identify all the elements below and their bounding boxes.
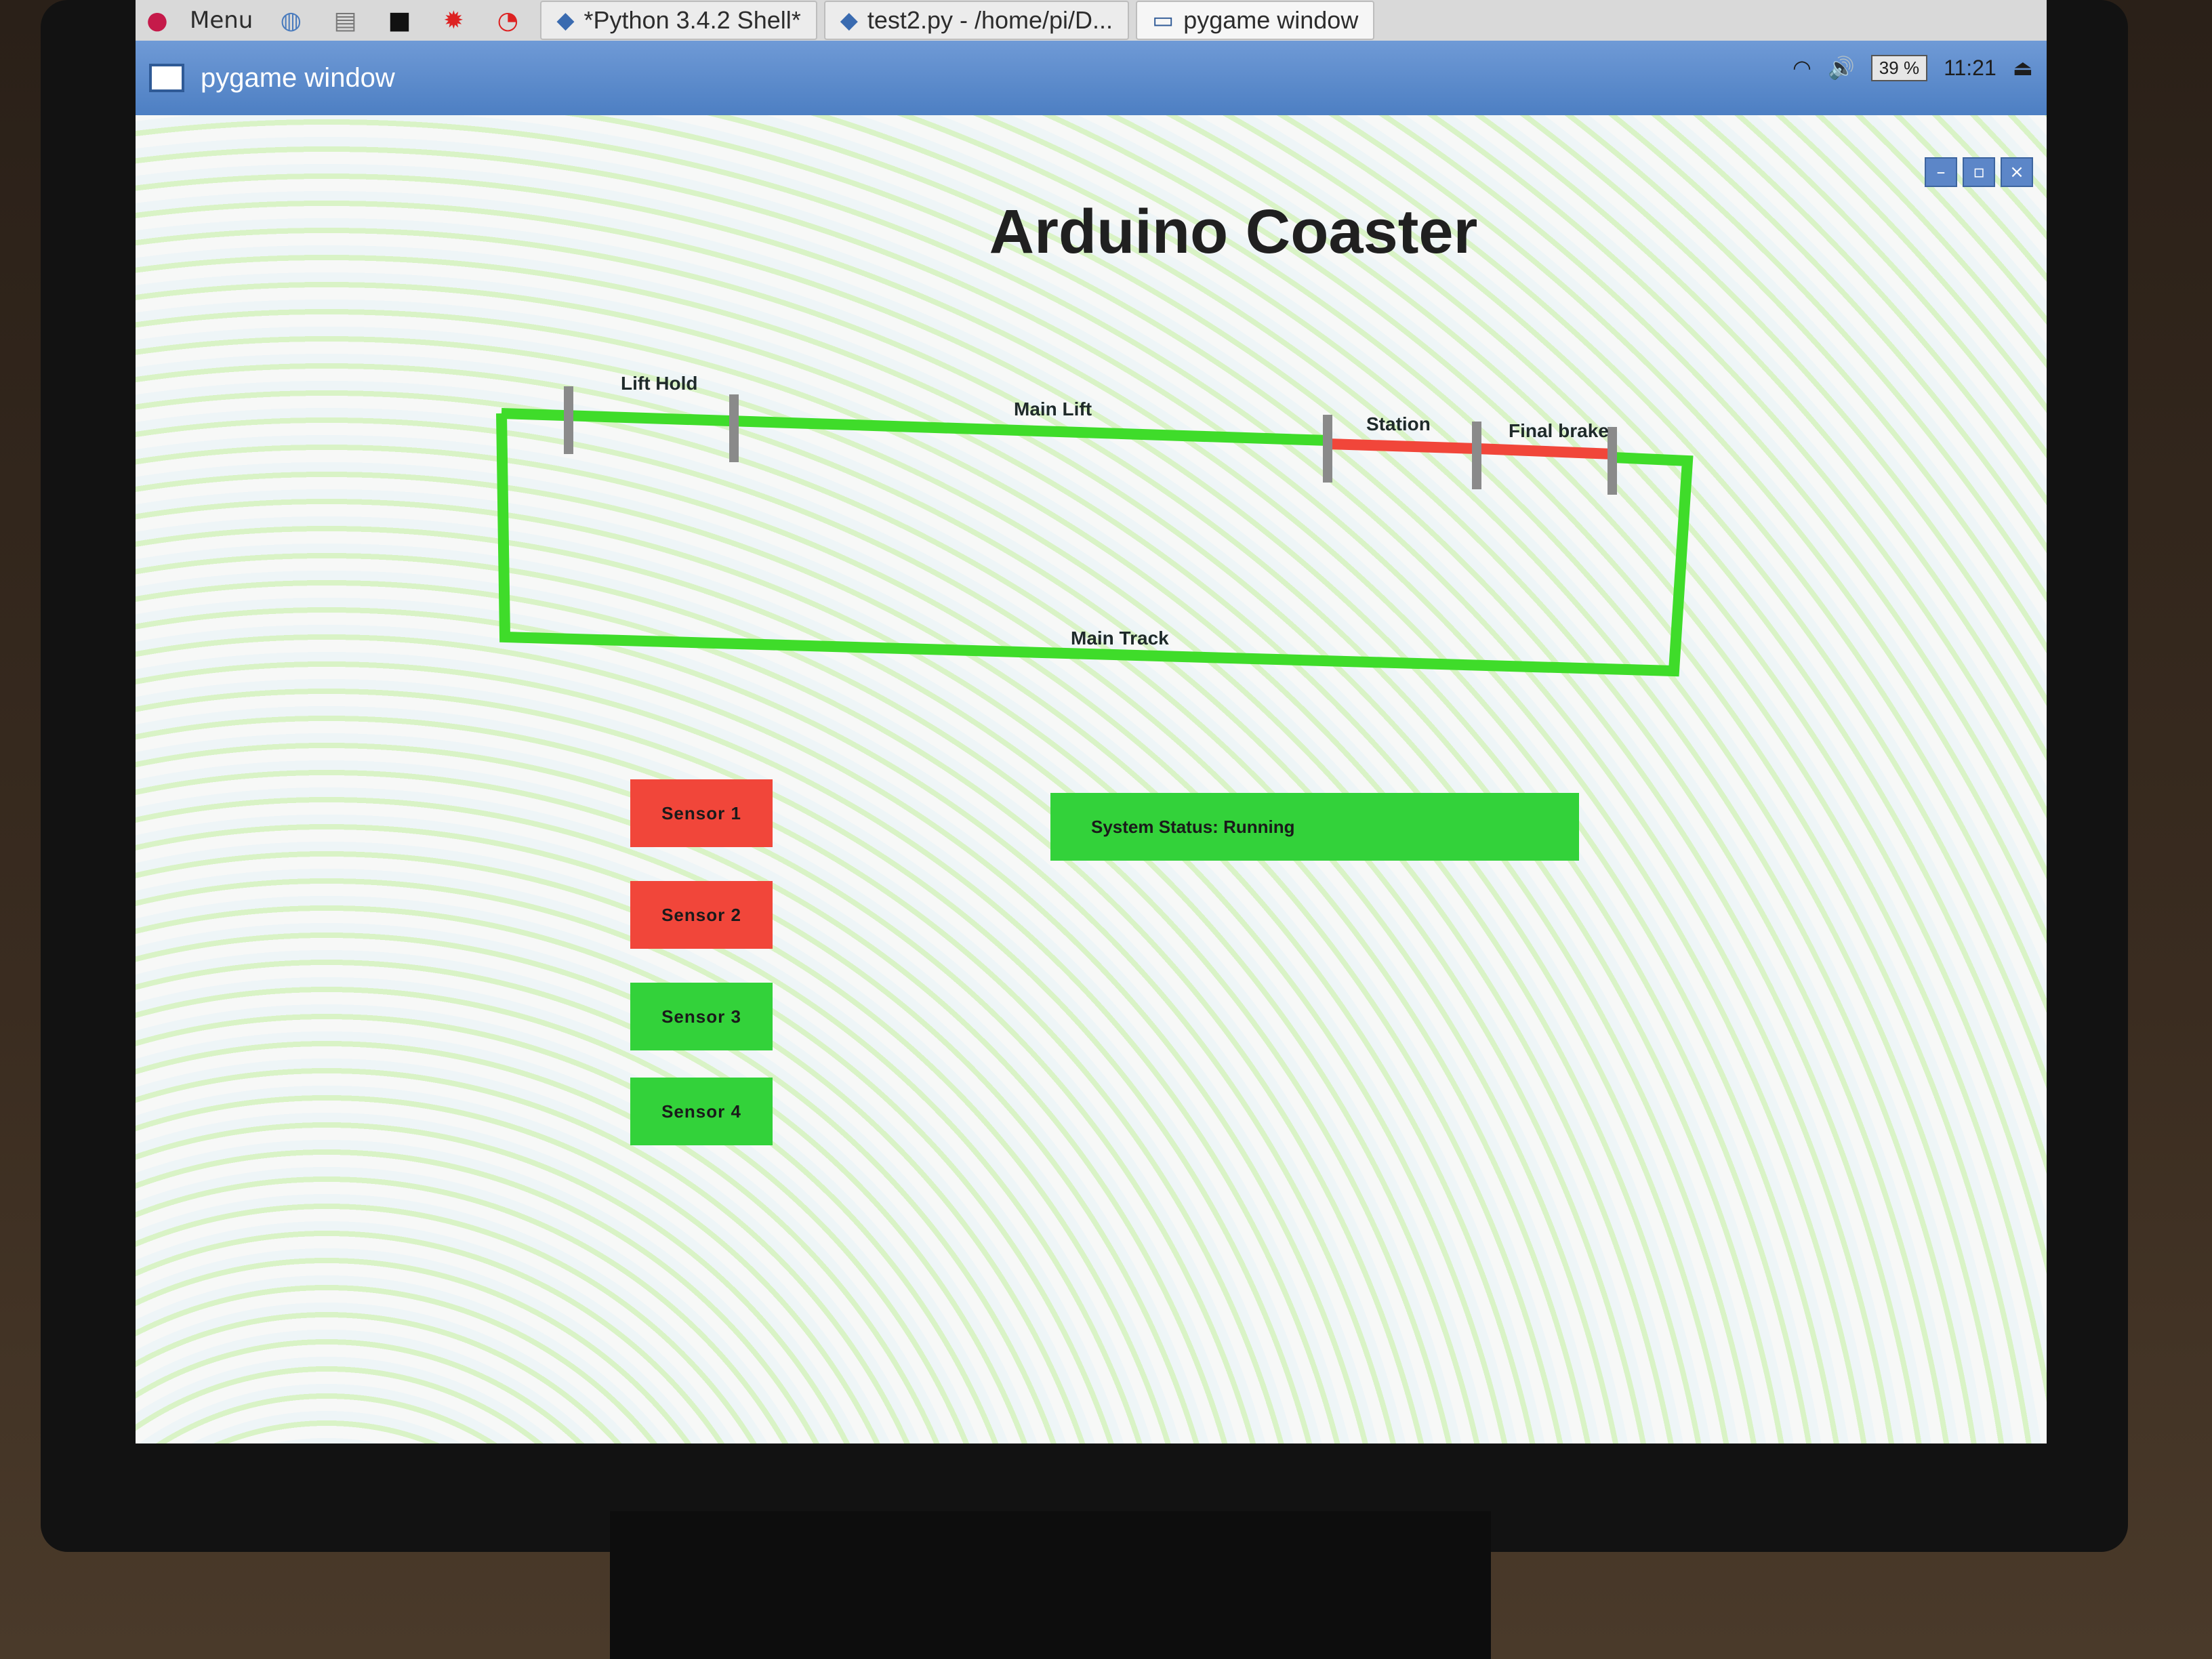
track-final-brake bbox=[1477, 443, 1614, 459]
track-main-lift bbox=[501, 408, 1329, 446]
mathematica-icon[interactable]: ✹ bbox=[443, 6, 464, 35]
app-title: Arduino Coaster bbox=[989, 197, 1478, 266]
python-icon: ◆ bbox=[556, 7, 575, 33]
sensor-1-indicator: Sensor 1 bbox=[630, 779, 773, 847]
screen: ● Menu ◍ ▤ ■ ✹ ◔ ◆ *Python 3.4.2 Shell* … bbox=[136, 0, 2047, 1443]
label-station: Station bbox=[1366, 413, 1431, 434]
window-icon: ▭ bbox=[1152, 7, 1174, 33]
wifi-icon[interactable]: ◠ bbox=[1793, 56, 1811, 80]
terminal-icon[interactable]: ■ bbox=[388, 6, 411, 35]
raspberry-menu-icon[interactable]: ● bbox=[146, 6, 168, 35]
label-lift-hold: Lift Hold bbox=[621, 373, 698, 394]
task-label: test2.py - /home/pi/D... bbox=[867, 6, 1113, 34]
file-manager-icon[interactable]: ▤ bbox=[333, 6, 357, 35]
browser-globe-icon[interactable]: ◍ bbox=[280, 6, 302, 35]
monitor-stand bbox=[610, 1511, 1491, 1659]
label-final-brake: Final brake bbox=[1509, 420, 1609, 441]
python-icon: ◆ bbox=[840, 7, 858, 33]
menu-label[interactable]: Menu bbox=[190, 7, 253, 34]
task-python-shell[interactable]: ◆ *Python 3.4.2 Shell* bbox=[540, 1, 817, 40]
task-label: *Python 3.4.2 Shell* bbox=[583, 6, 801, 34]
window-titlebar[interactable]: pygame window ◠ 🔊 39 % 11:21 ⏏ bbox=[136, 41, 2047, 115]
window-icon bbox=[149, 64, 184, 92]
task-pygame-window[interactable]: ▭ pygame window bbox=[1136, 1, 1375, 40]
task-label: pygame window bbox=[1183, 6, 1359, 34]
track-diagram bbox=[496, 386, 1694, 677]
maximize-button[interactable]: ▫ bbox=[1963, 157, 1995, 187]
task-test2-editor[interactable]: ◆ test2.py - /home/pi/D... bbox=[823, 1, 1130, 40]
sensor-3-indicator: Sensor 3 bbox=[630, 983, 773, 1050]
wolfram-icon[interactable]: ◔ bbox=[497, 6, 519, 35]
battery-indicator[interactable]: 39 % bbox=[1870, 54, 1928, 81]
window-controls: – ▫ × bbox=[1925, 157, 2033, 187]
sensor-4-indicator: Sensor 4 bbox=[630, 1078, 773, 1145]
divider-station-end bbox=[1472, 422, 1481, 489]
taskbar: ● Menu ◍ ▤ ■ ✹ ◔ ◆ *Python 3.4.2 Shell* … bbox=[136, 0, 2047, 41]
eject-icon[interactable]: ⏏ bbox=[2012, 56, 2033, 80]
divider-station-start bbox=[1323, 415, 1332, 483]
volume-icon[interactable]: 🔊 bbox=[1827, 56, 1855, 80]
close-button[interactable]: × bbox=[2001, 157, 2033, 187]
label-main-lift: Main Lift bbox=[1014, 398, 1092, 419]
track-main-track bbox=[496, 413, 1694, 677]
pygame-canvas: Arduino Coaster Lift Hold Main Lift Stat… bbox=[136, 115, 2047, 1443]
divider-brake-end bbox=[1607, 427, 1617, 495]
window-title: pygame window bbox=[201, 62, 395, 93]
label-main-track: Main Track bbox=[1071, 628, 1169, 649]
system-tray: ◠ 🔊 39 % 11:21 ⏏ bbox=[1793, 47, 2033, 88]
minimize-button[interactable]: – bbox=[1925, 157, 1957, 187]
system-status-indicator: System Status: Running bbox=[1050, 793, 1579, 861]
divider-lift-hold-end bbox=[729, 394, 739, 462]
track-station bbox=[1328, 438, 1478, 454]
clock: 11:21 bbox=[1944, 55, 1996, 80]
divider-lift-hold-start bbox=[564, 386, 573, 454]
sensor-2-indicator: Sensor 2 bbox=[630, 881, 773, 949]
